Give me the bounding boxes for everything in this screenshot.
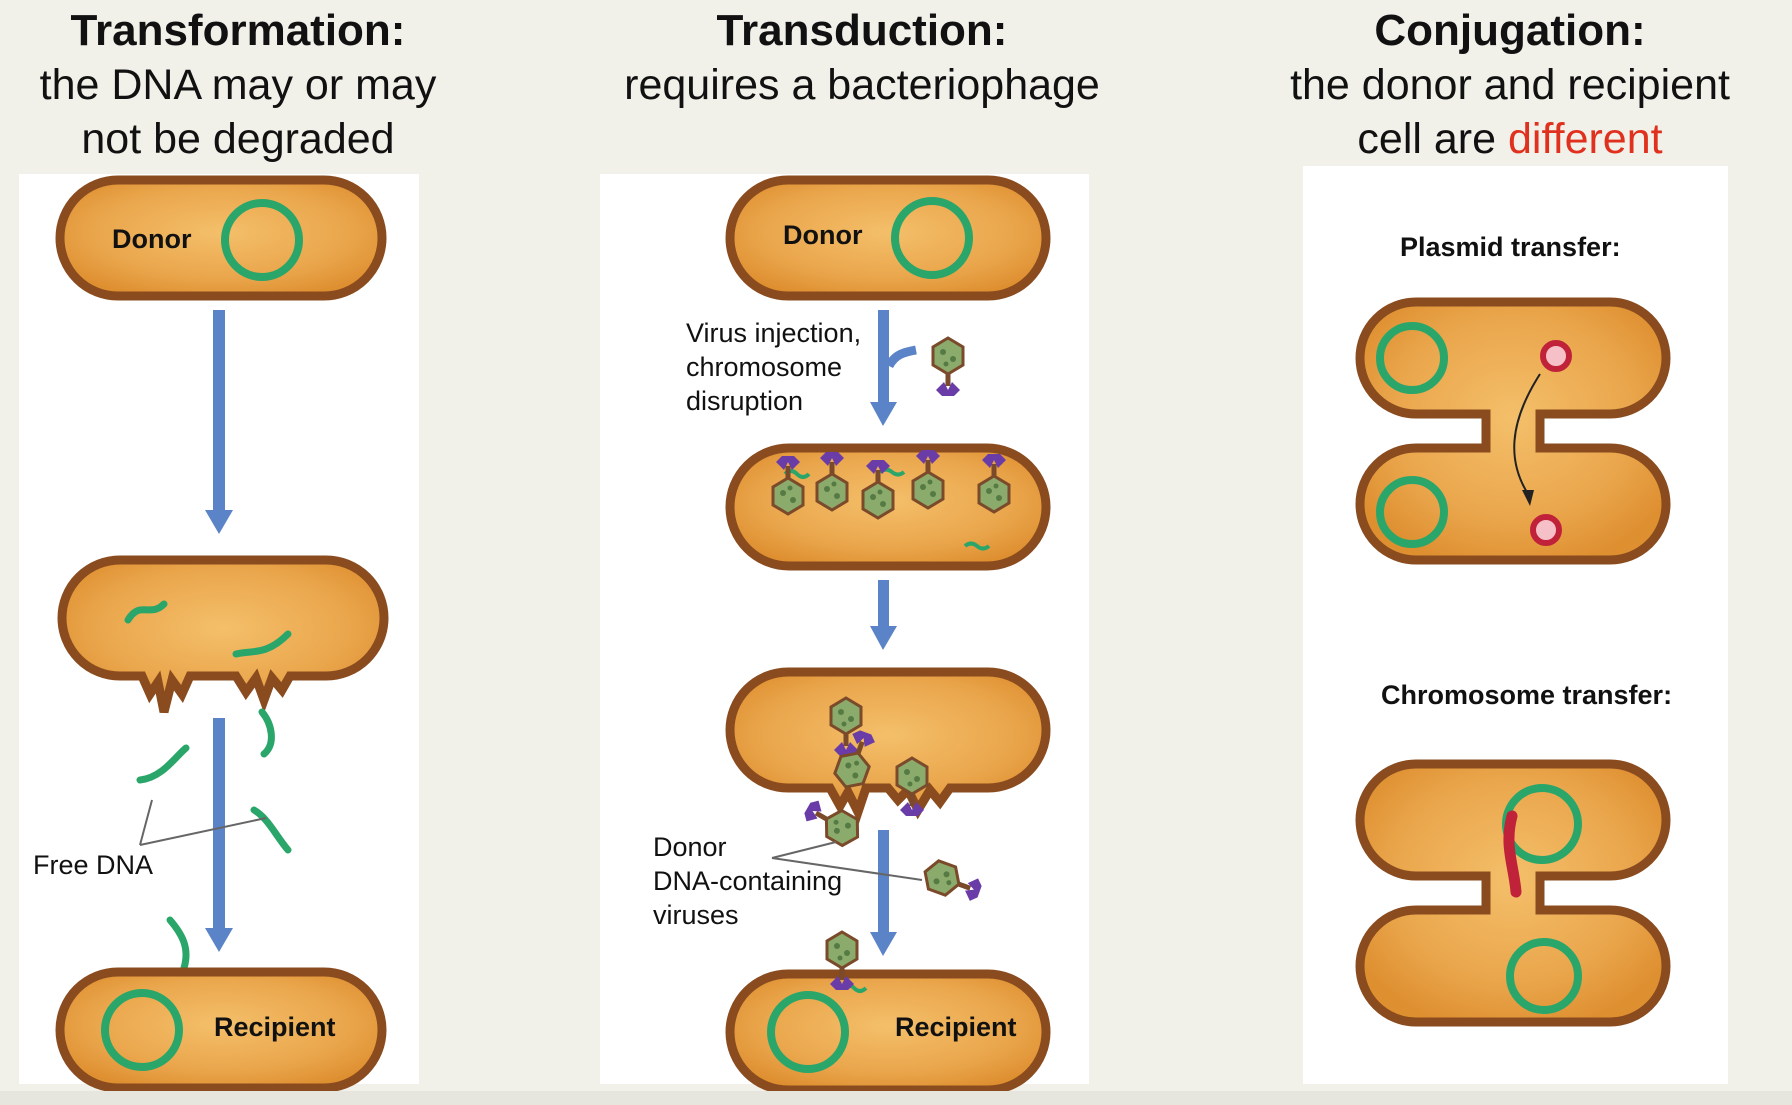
- transduction-arrow-3: [870, 830, 897, 956]
- transduction-heading: Transduction: requires a bacteriophage: [562, 4, 1162, 112]
- free-dna-pointer-lines: [139, 799, 267, 846]
- transduction-lysing-cell: [725, 667, 1051, 824]
- virus-injection-line-1: Virus injection,: [686, 318, 862, 348]
- transformation-subtitle-line-2: not be degraded: [81, 115, 395, 163]
- virus-injection-label: Virus injection, chromosome disruption: [686, 316, 861, 418]
- free-dna-label: Free DNA: [33, 850, 154, 880]
- transformation-donor-cell: [55, 175, 387, 301]
- chromosome-transfer-label: Chromosome transfer:: [1381, 680, 1673, 710]
- transduction-donor-cell: [725, 175, 1051, 301]
- donor-viruses-line-1: Donor: [653, 832, 727, 862]
- transduction-title: Transduction:: [716, 6, 1008, 55]
- plasmid-transfer-cells: [1355, 297, 1671, 565]
- conjugation-title: Conjugation:: [1374, 6, 1646, 55]
- transformation-free-dna-strands: [136, 708, 292, 972]
- chromosome-transfer-cells: [1355, 759, 1671, 1027]
- donor-viruses-line-3: viruses: [653, 900, 739, 930]
- bottom-strip: [0, 1091, 1792, 1105]
- transduction-arrow-1: [870, 310, 917, 426]
- conjugation-highlight-different: different: [1507, 115, 1663, 163]
- plasmid-transfer-label: Plasmid transfer:: [1400, 232, 1621, 262]
- conjugation-subtitle-line-2: cell are different: [1250, 112, 1770, 166]
- transformation-recipient-label: Recipient: [214, 1012, 336, 1042]
- transduction-donor-label: Donor: [783, 220, 863, 250]
- donor-viruses-pointer-lines: [771, 841, 923, 881]
- transformation-subtitle-line-1: the DNA may or may: [39, 61, 437, 109]
- conjugation-subtitle-line-1: the donor and recipient: [1290, 61, 1730, 109]
- transformation-lysed-cell: [57, 555, 389, 714]
- transformation-arrow-top: [205, 310, 233, 534]
- released-phage-icon-2: [920, 858, 985, 906]
- transformation-heading: Transformation: the DNA may or may not b…: [0, 4, 476, 166]
- conjugation-heading: Conjugation: the donor and recipient cel…: [1250, 4, 1770, 166]
- transformation-donor-label: Donor: [112, 224, 192, 254]
- donor-viruses-line-2: DNA-containing: [653, 866, 843, 896]
- injecting-phage-icon: [933, 338, 963, 396]
- transformation-arrow-bottom: [205, 718, 233, 952]
- donor-viruses-label: Donor DNA-containing viruses: [653, 830, 842, 932]
- virus-injection-line-3: disruption: [686, 386, 804, 416]
- conjugation-subtitle-pre: cell are: [1357, 115, 1508, 163]
- transformation-title: Transformation:: [70, 6, 406, 55]
- transformation-recipient-cell: [55, 967, 387, 1093]
- transduction-arrow-2: [870, 580, 897, 650]
- transduction-subtitle: requires a bacteriophage: [624, 61, 1100, 109]
- transduction-recipient-label: Recipient: [895, 1012, 1017, 1042]
- virus-injection-line-2: chromosome: [686, 352, 843, 382]
- transduction-recipient-cell: [725, 969, 1051, 1095]
- transduction-infected-cell: [725, 443, 1051, 571]
